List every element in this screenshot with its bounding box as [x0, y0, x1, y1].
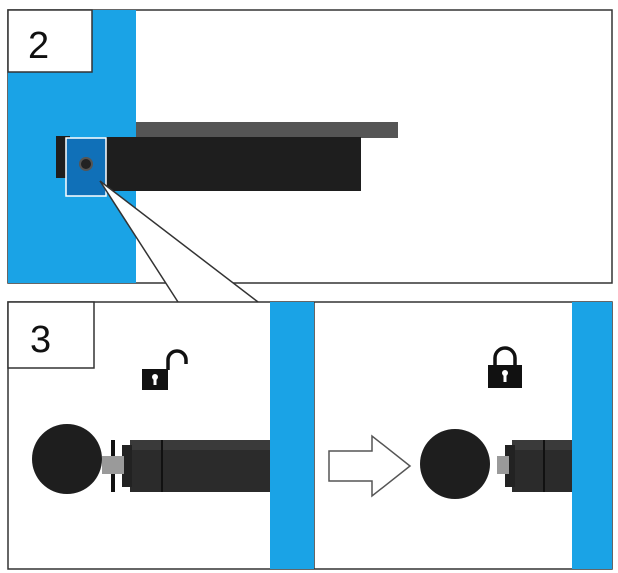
connector-collar	[122, 445, 132, 487]
unlocked-padlock-icon	[142, 349, 188, 390]
locked-padlock-icon	[488, 346, 522, 388]
right-arrow-icon	[328, 434, 412, 498]
blue-strip-left	[270, 302, 314, 569]
latch-knob	[79, 157, 93, 171]
blue-strip-right	[572, 302, 612, 569]
latch-ball	[32, 424, 102, 494]
callout-line-right	[99, 180, 259, 303]
device-top-plate	[136, 122, 398, 138]
device-module	[56, 122, 398, 197]
step-3-number: 3	[30, 319, 51, 361]
connector-locked	[420, 429, 572, 499]
connector-unlocked	[32, 424, 270, 494]
device-body	[106, 137, 361, 191]
step-2-number: 2	[28, 25, 49, 67]
callout-line-left	[99, 180, 179, 303]
connector-collar	[505, 445, 515, 487]
step-2-number-box	[7, 9, 93, 73]
connector-pin	[102, 456, 124, 474]
step-3-number-box	[7, 301, 95, 369]
step-2-panel	[7, 9, 613, 284]
zoom-callout	[99, 180, 259, 303]
connector-pin	[497, 456, 509, 474]
step-3-panel	[7, 301, 613, 570]
latch-ball	[420, 429, 490, 499]
